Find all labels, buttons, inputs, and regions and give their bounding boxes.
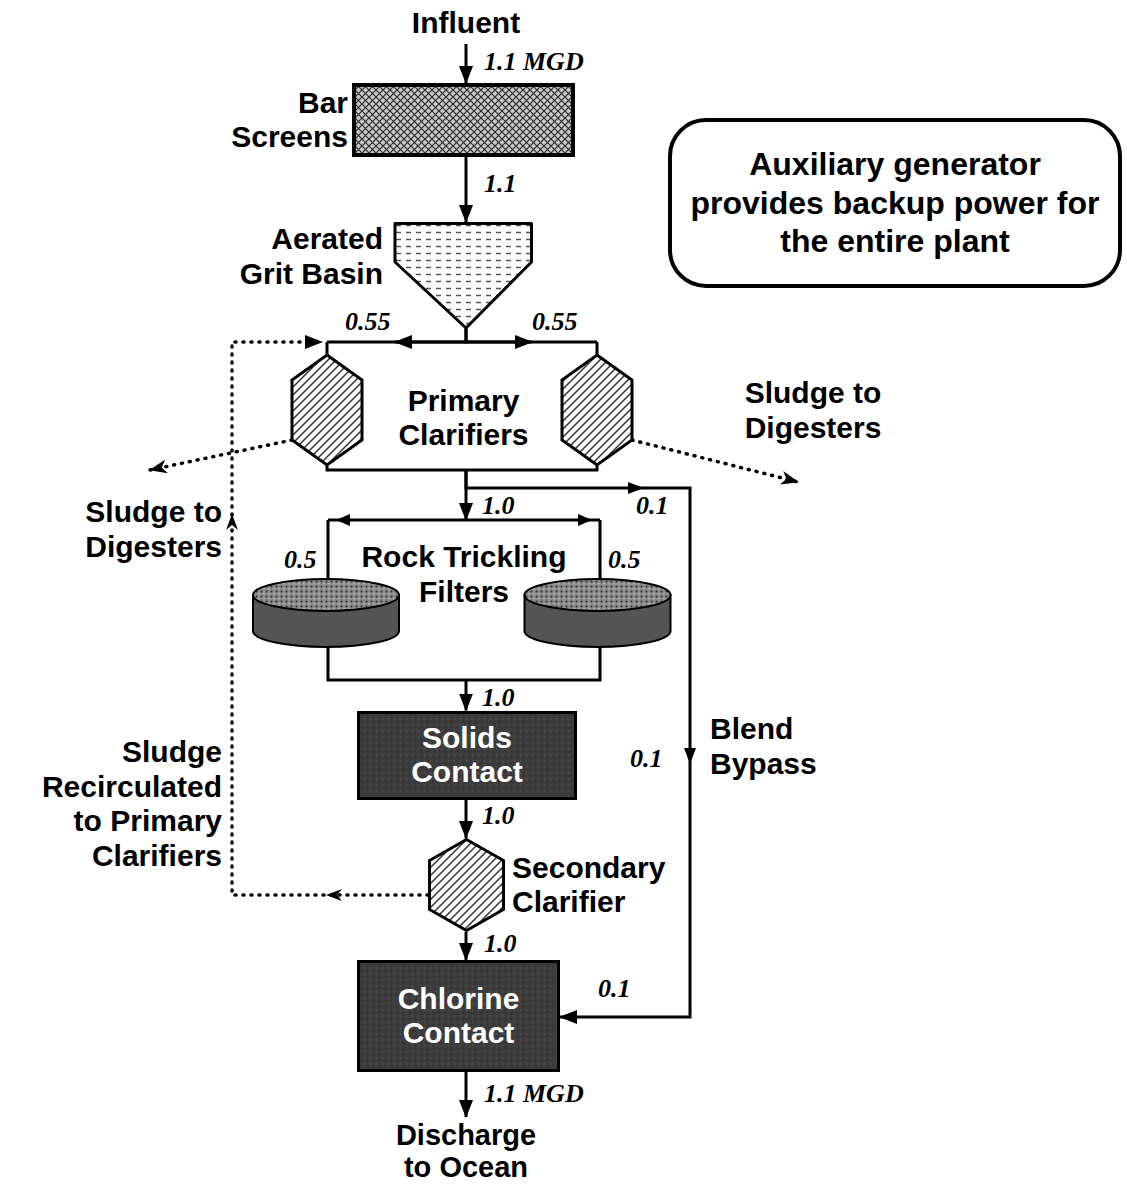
text-area: Aerated Grit Basin: [215, 222, 383, 302]
secondary-clarifier: Secondary Clarifier: [428, 838, 680, 932]
process-box-fill: [359, 712, 576, 798]
label-box: Discharge to Ocean: [391, 1120, 541, 1184]
screen-box: [354, 85, 573, 155]
text-area: Secondary Clarifier: [512, 846, 680, 924]
flow-rate: 1.0: [482, 802, 515, 831]
bar-screen: Bar Screens: [222, 83, 575, 157]
discharge-arrow: [465, 1072, 468, 1117]
filter-disk-top: [525, 579, 671, 611]
edge-label-box: 1.0: [482, 684, 515, 713]
flow-rate: 0.1: [598, 975, 631, 1004]
flow-arrow: [465, 680, 468, 711]
note-outline: [670, 120, 1120, 286]
flow-arrow: [465, 157, 468, 222]
trickling-filters: Rock Trickling Filters: [250, 520, 675, 680]
node-label: Secondary Clarifier: [512, 851, 680, 920]
label-box: Influent: [396, 6, 536, 41]
node-label: Aerated Grit Basin: [215, 222, 383, 291]
flow-arrowhead: [578, 514, 592, 526]
text-area: Primary Clarifiers: [370, 380, 557, 456]
process-box: Solids Contact: [357, 711, 577, 800]
stream-label: Discharge to Ocean: [391, 1120, 541, 1184]
clarifier-hexagon: [562, 355, 632, 465]
label-box: 0.5: [608, 546, 641, 575]
filter-disk-top: [253, 579, 399, 611]
text-area: Bar Screens: [222, 83, 348, 157]
flow-arrow: [395, 328, 466, 342]
basin-shape: [395, 224, 532, 329]
flow-rate: 1.1: [484, 170, 517, 199]
text-area: Rock Trickling Filters: [335, 540, 593, 615]
flow-rate: 1.1 MGD: [484, 48, 584, 77]
label-box: 1.1 MGD: [484, 48, 584, 77]
clarifier-hexagon: [292, 355, 362, 465]
flow-rate: 1.0: [482, 492, 515, 521]
text-area: Solids Contact: [367, 721, 567, 790]
label-box: Sludge Recirculated to Primary Clarifier…: [30, 735, 222, 873]
influent-arrow: [465, 44, 468, 83]
label-box: 1.1 MGD: [484, 1080, 584, 1109]
node-label: Solids Contact: [367, 721, 567, 790]
flow-rate: 0.5: [284, 546, 317, 575]
label-box: 0.1: [598, 975, 631, 1004]
edge-label-box: 1.0: [482, 802, 515, 831]
flow-arrow: [466, 328, 532, 342]
flow-rate: 1.1 MGD: [484, 1080, 584, 1109]
node-label: Primary Clarifiers: [370, 384, 557, 453]
stream-label: Sludge Recirculated to Primary Clarifier…: [30, 735, 222, 873]
note-box: Auxiliary generator provides backup powe…: [668, 118, 1122, 288]
node-label: Chlorine Contact: [365, 982, 552, 1051]
flow-arrow: [465, 932, 468, 960]
process-box-fill: [359, 962, 559, 1071]
node-label: Rock Trickling Filters: [335, 540, 593, 609]
stream-label: Influent: [396, 6, 536, 41]
primary-clarifiers: Primary Clarifiers: [290, 342, 637, 470]
node-label: Auxiliary generator provides backup powe…: [688, 145, 1102, 260]
flow-arrow: [465, 800, 468, 839]
text-area: Chlorine Contact: [365, 968, 552, 1064]
clarifier-hexagon: [430, 840, 504, 931]
flow-rate: 0.5: [608, 546, 641, 575]
flow-rate: 0.1: [630, 745, 663, 774]
label-box: Sludge to Digesters: [738, 376, 888, 445]
manifold-line: [327, 342, 597, 470]
label-box: 0.5: [284, 546, 317, 575]
label-box: 0.1: [636, 492, 669, 521]
edge-label-box: Blend Bypass: [710, 712, 850, 781]
flow-rate: 1.0: [482, 684, 515, 713]
sludge-arrow: [632, 440, 798, 482]
stream-label: Blend Bypass: [710, 712, 850, 781]
edge-label-box: 0.55: [345, 308, 391, 337]
label-box: Sludge to Digesters: [62, 495, 222, 564]
label-box: 0.1: [630, 745, 663, 774]
edge-label-box: 1.0: [482, 492, 515, 521]
flow-rate: 0.55: [532, 308, 578, 337]
node-label: Bar Screens: [222, 86, 348, 155]
flow-rate: 0.1: [636, 492, 669, 521]
process-box: Chlorine Contact: [357, 960, 560, 1072]
flow-rate: 0.55: [345, 308, 391, 337]
stream-label: Sludge to Digesters: [62, 495, 222, 564]
sludge-arrow: [150, 440, 292, 470]
flow-arrowhead: [336, 514, 350, 526]
flow-rate: 1.0: [484, 930, 517, 959]
edge-label-box: 1.0: [484, 930, 517, 959]
text-area: Auxiliary generator provides backup powe…: [688, 138, 1102, 268]
edge-label-box: 0.55: [532, 308, 578, 337]
edge-label-box: 1.1: [484, 170, 517, 199]
stream-label: Sludge to Digesters: [738, 376, 888, 445]
